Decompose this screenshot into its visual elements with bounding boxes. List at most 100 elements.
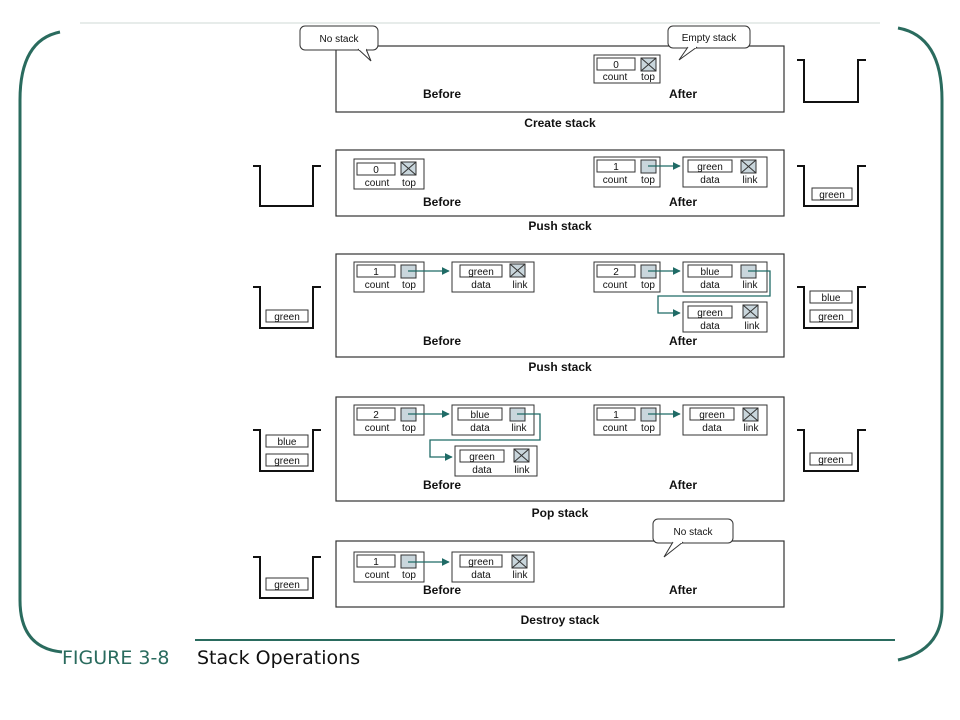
svg-text:green: green <box>697 308 723 319</box>
before-label: Before <box>423 195 461 209</box>
stack-cup-before: blue green <box>253 429 321 472</box>
stack-head-before: 2 count top <box>353 404 425 436</box>
panel <box>335 45 785 113</box>
svg-text:top: top <box>641 72 655 83</box>
after-label: After <box>669 583 697 597</box>
svg-text:green: green <box>469 452 495 463</box>
svg-text:blue: blue <box>471 410 490 421</box>
svg-text:2: 2 <box>613 267 619 278</box>
node-green: green data link <box>451 261 535 293</box>
svg-text:2: 2 <box>373 410 379 421</box>
svg-text:data: data <box>471 280 491 291</box>
svg-text:top: top <box>641 280 655 291</box>
after-label: After <box>669 478 697 492</box>
after-label: After <box>669 195 697 209</box>
op-push-stack-2: green 1 count top green data link 2 coun… <box>253 253 866 374</box>
svg-text:1: 1 <box>373 267 379 278</box>
stack-cup-before: green <box>253 286 321 329</box>
after-label: After <box>669 87 697 101</box>
stack-cup-after: green <box>797 429 866 472</box>
svg-text:link: link <box>514 465 530 476</box>
svg-text:top: top <box>402 570 416 581</box>
svg-text:1: 1 <box>613 410 619 421</box>
op-create-stack: No stack Empty stack 0 count top Before … <box>299 25 866 130</box>
node-green: green data link <box>454 445 538 477</box>
stack-head-before: 0 count top <box>353 158 425 190</box>
svg-text:blue: blue <box>278 437 297 448</box>
svg-text:link: link <box>742 280 758 291</box>
svg-text:1: 1 <box>613 162 619 173</box>
svg-text:data: data <box>700 280 720 291</box>
node-green: green data link <box>682 404 768 436</box>
svg-text:count: count <box>603 72 628 83</box>
svg-text:data: data <box>702 423 722 434</box>
svg-text:green: green <box>274 580 300 591</box>
svg-text:blue: blue <box>701 267 720 278</box>
svg-text:count: count <box>365 570 390 581</box>
stack-cup-after <box>797 59 866 103</box>
node-blue: blue data link <box>682 261 768 293</box>
stack-head-before: 1 count top <box>353 551 425 583</box>
svg-text:link: link <box>512 570 528 581</box>
op-pop-stack: blue green 2 count top blue data link gr… <box>253 396 866 520</box>
link-arrow <box>429 413 541 461</box>
svg-text:link: link <box>743 423 759 434</box>
svg-text:Empty stack: Empty stack <box>682 33 737 44</box>
svg-text:data: data <box>472 465 492 476</box>
op-destroy-stack: green 1 count top green data link No sta… <box>253 518 785 627</box>
svg-text:top: top <box>641 423 655 434</box>
svg-text:top: top <box>402 178 416 189</box>
svg-text:blue: blue <box>822 293 841 304</box>
svg-text:count: count <box>365 280 390 291</box>
stack-cup-before: green <box>253 556 321 599</box>
svg-text:link: link <box>512 280 528 291</box>
svg-text:count: count <box>365 178 390 189</box>
stack-head-after: 2 count top <box>593 261 661 293</box>
svg-text:green: green <box>699 410 725 421</box>
svg-text:green: green <box>274 456 300 467</box>
operation-title: Push stack <box>528 360 592 374</box>
link-arrow <box>657 270 771 317</box>
svg-text:link: link <box>511 423 527 434</box>
svg-text:green: green <box>697 162 723 173</box>
stack-head-after: 0 count top <box>593 54 661 84</box>
svg-text:count: count <box>603 175 628 186</box>
before-label: Before <box>423 478 461 492</box>
svg-text:No stack: No stack <box>674 527 714 538</box>
node-green: green data link <box>451 551 535 583</box>
slide-frame-left <box>18 30 63 654</box>
svg-text:No stack: No stack <box>320 34 360 45</box>
svg-text:data: data <box>470 423 490 434</box>
stack-head-after: 1 count top <box>593 404 661 436</box>
operation-title: Pop stack <box>532 506 589 520</box>
svg-text:link: link <box>742 175 758 186</box>
svg-text:data: data <box>700 321 720 332</box>
stack-head-before: 1 count top <box>353 261 425 293</box>
speech-bubble-no-stack: No stack <box>652 518 734 558</box>
svg-text:link: link <box>744 321 760 332</box>
svg-text:1: 1 <box>373 557 379 568</box>
operation-title: Push stack <box>528 219 592 233</box>
operation-title: Create stack <box>524 116 596 130</box>
figure-title: Stack Operations <box>197 647 360 669</box>
svg-text:count: count <box>603 423 628 434</box>
svg-text:green: green <box>468 267 494 278</box>
stack-cup-after: green <box>797 165 866 207</box>
node-green: green data link <box>682 156 768 188</box>
slide-frame-right <box>897 26 944 662</box>
before-label: Before <box>423 583 461 597</box>
speech-bubble-empty-stack: Empty stack <box>667 25 751 61</box>
stack-cup-after: blue green <box>797 286 866 329</box>
svg-text:count: count <box>603 280 628 291</box>
svg-text:data: data <box>471 570 491 581</box>
svg-text:0: 0 <box>613 60 619 71</box>
svg-text:green: green <box>468 557 494 568</box>
figure-number: FIGURE 3-8 <box>62 647 169 669</box>
svg-text:green: green <box>818 455 844 466</box>
svg-text:top: top <box>402 423 416 434</box>
svg-text:green: green <box>819 190 845 201</box>
before-label: Before <box>423 87 461 101</box>
svg-text:top: top <box>402 280 416 291</box>
node-blue: blue data link <box>451 404 535 436</box>
